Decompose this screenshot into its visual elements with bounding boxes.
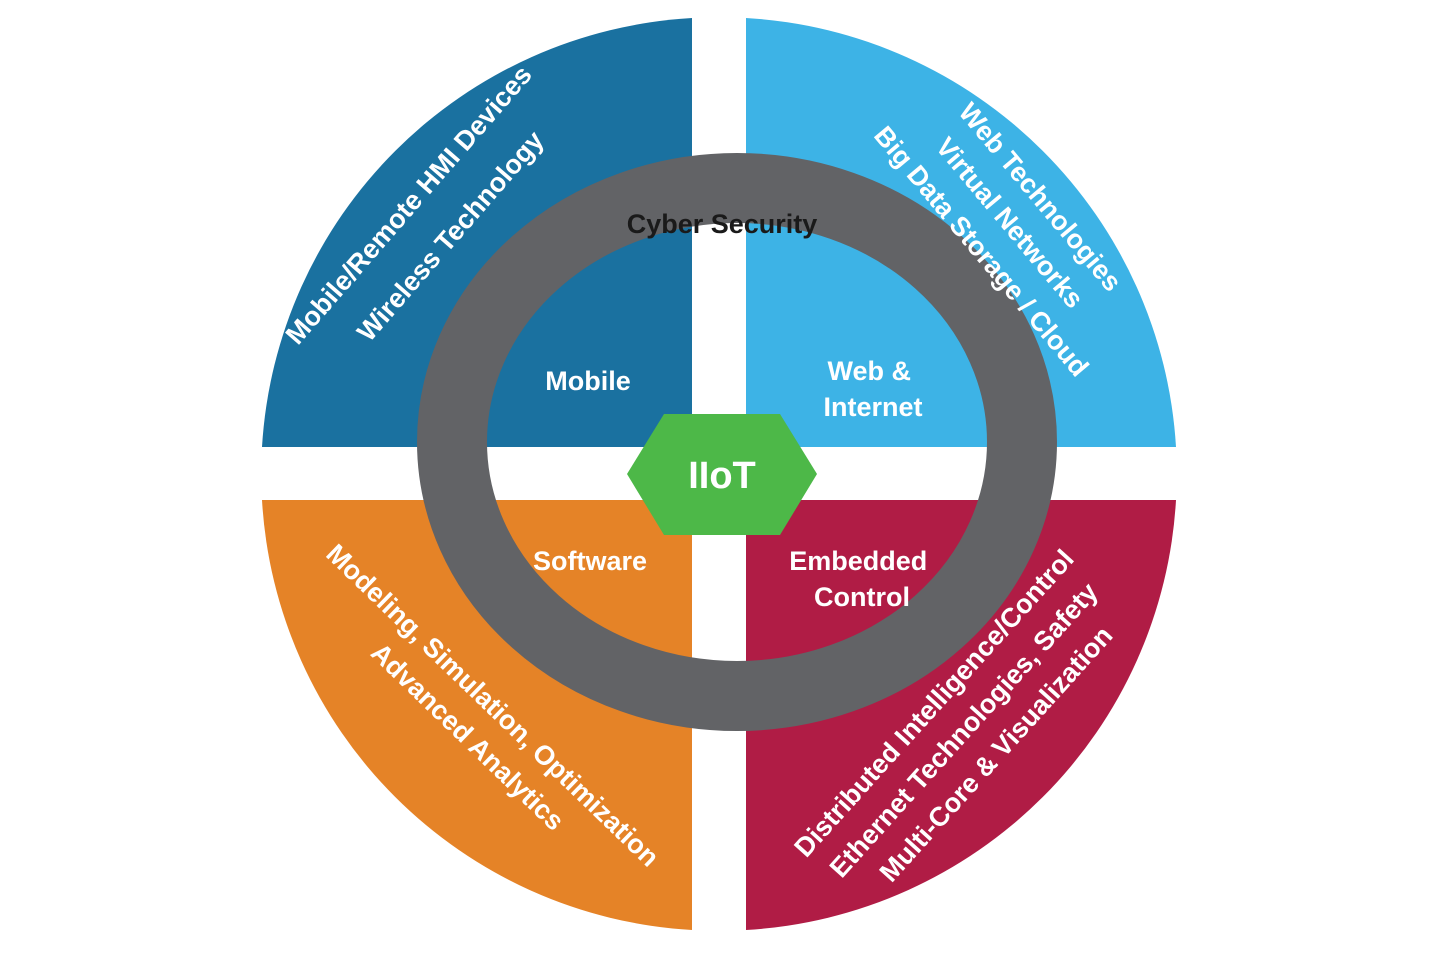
quadrant-software (262, 500, 692, 930)
hub-label: IIoT (688, 455, 756, 497)
ring-label: Cyber Security (627, 209, 818, 239)
quadrant-embedded (746, 500, 1176, 930)
inner-label-web: Web & Internet (823, 356, 922, 422)
inner-label-mobile: Mobile (545, 366, 631, 396)
inner-label-embedded: Embedded Control (789, 546, 935, 612)
cyber-security-ring (417, 153, 1057, 731)
inner-label-software: Software (533, 546, 647, 576)
quadrant-web (746, 18, 1176, 447)
iiot-hexagon (627, 414, 817, 535)
quadrant-mobile (262, 18, 692, 447)
